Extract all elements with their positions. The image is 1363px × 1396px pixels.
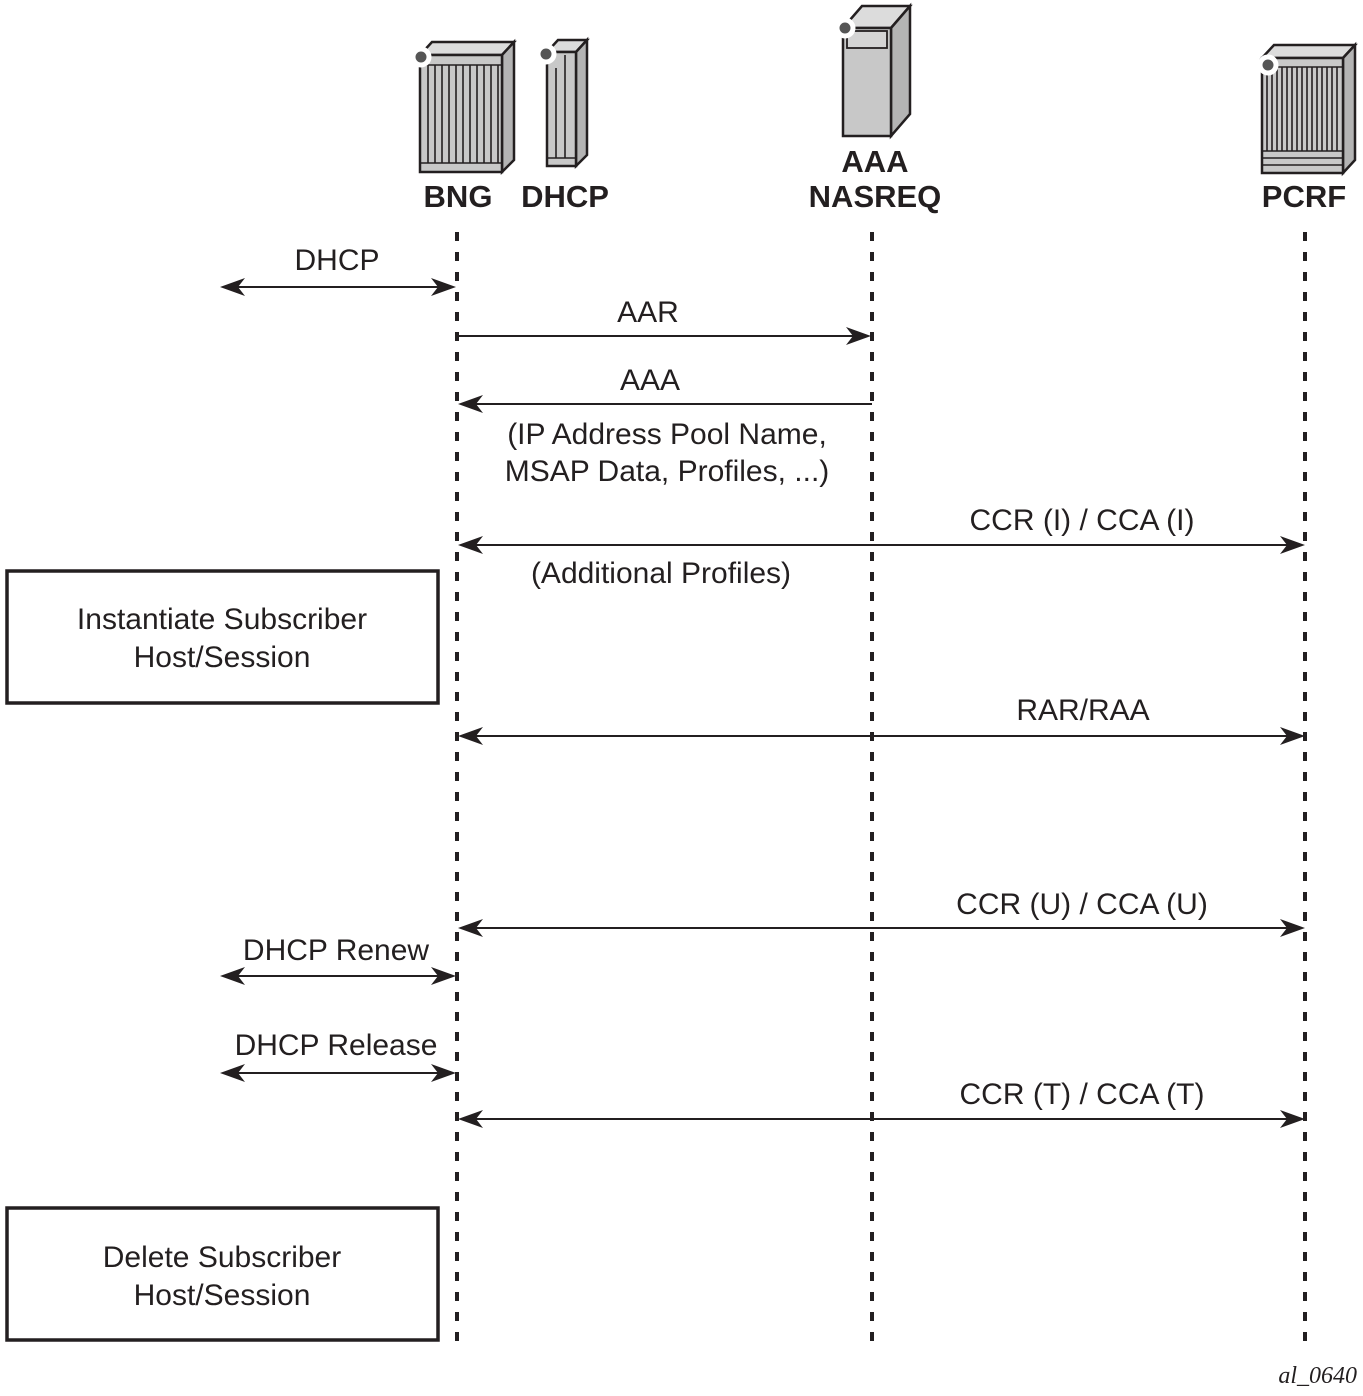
arrow-head-right-icon	[1280, 1110, 1305, 1128]
node-label-bng: BNG	[424, 179, 493, 214]
message-note: (Additional Profiles)	[531, 557, 791, 590]
node-label-dhcp: DHCP	[521, 179, 609, 214]
message-ccr-u: CCR (U) / CCA (U)	[458, 888, 1305, 937]
arrow-head-right-icon	[1280, 919, 1305, 937]
message-label: DHCP	[294, 244, 379, 277]
message-label: CCR (I) / CCA (I)	[970, 504, 1195, 537]
arrow-head-right-icon	[1280, 727, 1305, 745]
message-label: DHCP Renew	[243, 934, 430, 967]
message-aaa: AAA (IP Address Pool Name, MSAP Data, Pr…	[458, 364, 872, 488]
process-box-instantiate: Instantiate Subscriber Host/Session	[5, 569, 440, 705]
message-label: CCR (T) / CCA (T)	[960, 1078, 1205, 1111]
arrow-head-left-icon	[458, 919, 483, 937]
process-box-label: Host/Session	[134, 641, 311, 674]
router-chassis-icon	[410, 38, 517, 176]
message-label: AAR	[617, 296, 679, 329]
message-dhcp-renew: DHCP Renew	[220, 934, 456, 985]
message-aar: AAR	[459, 296, 871, 345]
message-ccr-t: CCR (T) / CCA (T)	[458, 1078, 1305, 1128]
arrow-head-left-icon	[458, 1110, 483, 1128]
message-note: MSAP Data, Profiles, ...)	[505, 455, 830, 488]
process-box-label: Delete Subscriber	[103, 1241, 341, 1274]
node-label-aaa: AAA	[841, 144, 908, 179]
arrow-head-left-icon	[458, 727, 483, 745]
arrow-head-left-icon	[220, 1064, 245, 1082]
message-rar-raa: RAR/RAA	[458, 694, 1305, 745]
arrow-head-right-icon	[431, 278, 456, 296]
arrow-head-right-icon	[431, 967, 456, 985]
server-blade-icon	[535, 36, 590, 170]
server-tower-icon	[834, 2, 913, 140]
message-ccr-i: CCR (I) / CCA (I) (Additional Profiles)	[458, 504, 1305, 590]
process-box-delete: Delete Subscriber Host/Session	[5, 1206, 440, 1342]
message-dhcp: DHCP	[220, 244, 456, 296]
node-label-pcrf: PCRF	[1262, 179, 1346, 214]
node-label-nasreq: NASREQ	[809, 179, 942, 214]
message-label: CCR (U) / CCA (U)	[956, 888, 1208, 921]
arrow-head-right-icon	[846, 327, 871, 345]
arrow-head-right-icon	[1280, 536, 1305, 554]
message-label: DHCP Release	[235, 1029, 438, 1062]
arrow-head-left-icon	[458, 395, 483, 413]
message-dhcp-release: DHCP Release	[220, 1029, 456, 1082]
arrow-head-left-icon	[220, 967, 245, 985]
arrow-head-left-icon	[220, 278, 245, 296]
router-chassis-icon	[1257, 41, 1358, 177]
process-box-label: Host/Session	[134, 1279, 311, 1312]
process-box-label: Instantiate Subscriber	[77, 603, 367, 636]
arrow-head-right-icon	[431, 1064, 456, 1082]
message-note: (IP Address Pool Name,	[507, 418, 827, 451]
figure-id: al_0640	[1278, 1363, 1357, 1389]
message-label: AAA	[620, 364, 680, 397]
arrow-head-left-icon	[458, 536, 483, 554]
message-label: RAR/RAA	[1016, 694, 1149, 727]
